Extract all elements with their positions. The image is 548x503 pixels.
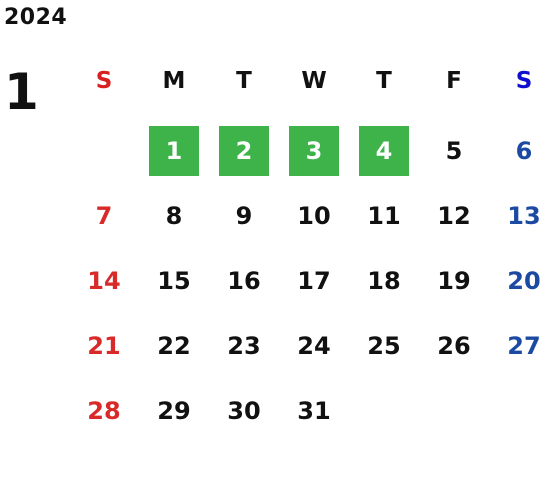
day-number: 20	[507, 266, 541, 295]
day-number: 22	[157, 331, 191, 360]
day-number: 7	[95, 201, 113, 230]
day-number: 10	[297, 201, 331, 230]
day-cell: 28	[69, 378, 139, 443]
day-cell: 21	[69, 313, 139, 378]
month-number: 1	[4, 63, 39, 121]
day-number: 2	[219, 125, 269, 176]
day-cell-empty	[69, 118, 139, 183]
day-cell: 29	[139, 378, 209, 443]
day-cell: 31	[279, 378, 349, 443]
day-cell: 8	[139, 183, 209, 248]
day-number: 28	[87, 396, 121, 425]
day-cell: 27	[489, 313, 548, 378]
day-cell: 26	[419, 313, 489, 378]
weekday-wednesday: W	[301, 68, 327, 94]
year-label: 2024	[4, 5, 68, 30]
day-cell: 17	[279, 248, 349, 313]
day-number: 18	[367, 266, 401, 295]
day-number: 5	[445, 136, 463, 165]
day-cell: 25	[349, 313, 419, 378]
day-number: 31	[297, 396, 331, 425]
weekday-header: S M T W T F S	[69, 60, 548, 102]
day-cell: 7	[69, 183, 139, 248]
day-cell-highlighted: 4	[349, 118, 419, 183]
day-number: 12	[437, 201, 471, 230]
day-cell: 12	[419, 183, 489, 248]
day-cell: 20	[489, 248, 548, 313]
day-cell: 15	[139, 248, 209, 313]
day-number: 4	[359, 125, 409, 176]
day-cell: 23	[209, 313, 279, 378]
day-number: 15	[157, 266, 191, 295]
day-number	[429, 386, 479, 436]
day-number: 29	[157, 396, 191, 425]
day-cell: 24	[279, 313, 349, 378]
day-cell: 30	[209, 378, 279, 443]
weekday-monday: M	[162, 68, 186, 94]
weekday-saturday: S	[515, 68, 533, 94]
day-cell-highlighted: 2	[209, 118, 279, 183]
day-cell: 10	[279, 183, 349, 248]
day-number: 16	[227, 266, 261, 295]
day-number	[359, 386, 409, 436]
day-cell: 22	[139, 313, 209, 378]
day-number: 9	[235, 201, 253, 230]
day-cell: 5	[419, 118, 489, 183]
day-number: 13	[507, 201, 541, 230]
day-grid: 1 2 3 4 5 6 7 8 9 10 11 12 13 14 15 16 1…	[69, 118, 548, 443]
day-cell-highlighted: 1	[139, 118, 209, 183]
day-number: 19	[437, 266, 471, 295]
day-number: 6	[515, 136, 533, 165]
day-number: 1	[149, 125, 199, 176]
day-number: 8	[165, 201, 183, 230]
weekday-thursday: T	[376, 68, 392, 94]
day-number: 26	[437, 331, 471, 360]
day-number: 23	[227, 331, 261, 360]
day-cell: 14	[69, 248, 139, 313]
day-number: 24	[297, 331, 331, 360]
day-number: 25	[367, 331, 401, 360]
day-number: 17	[297, 266, 331, 295]
day-cell: 13	[489, 183, 548, 248]
day-number: 27	[507, 331, 541, 360]
day-cell: 11	[349, 183, 419, 248]
day-cell-empty	[489, 378, 548, 443]
day-cell: 6	[489, 118, 548, 183]
day-number: 21	[87, 331, 121, 360]
day-cell: 18	[349, 248, 419, 313]
day-cell: 19	[419, 248, 489, 313]
day-number: 3	[289, 125, 339, 176]
day-number: 30	[227, 396, 261, 425]
day-cell-empty	[349, 378, 419, 443]
day-cell: 9	[209, 183, 279, 248]
weekday-friday: F	[446, 68, 462, 94]
day-cell: 16	[209, 248, 279, 313]
day-cell-empty	[419, 378, 489, 443]
weekday-sunday: S	[95, 68, 113, 94]
day-cell-highlighted: 3	[279, 118, 349, 183]
day-number: 11	[367, 201, 401, 230]
day-number	[79, 126, 129, 176]
day-number	[499, 386, 548, 436]
weekday-tuesday: T	[236, 68, 252, 94]
day-number: 14	[87, 266, 121, 295]
